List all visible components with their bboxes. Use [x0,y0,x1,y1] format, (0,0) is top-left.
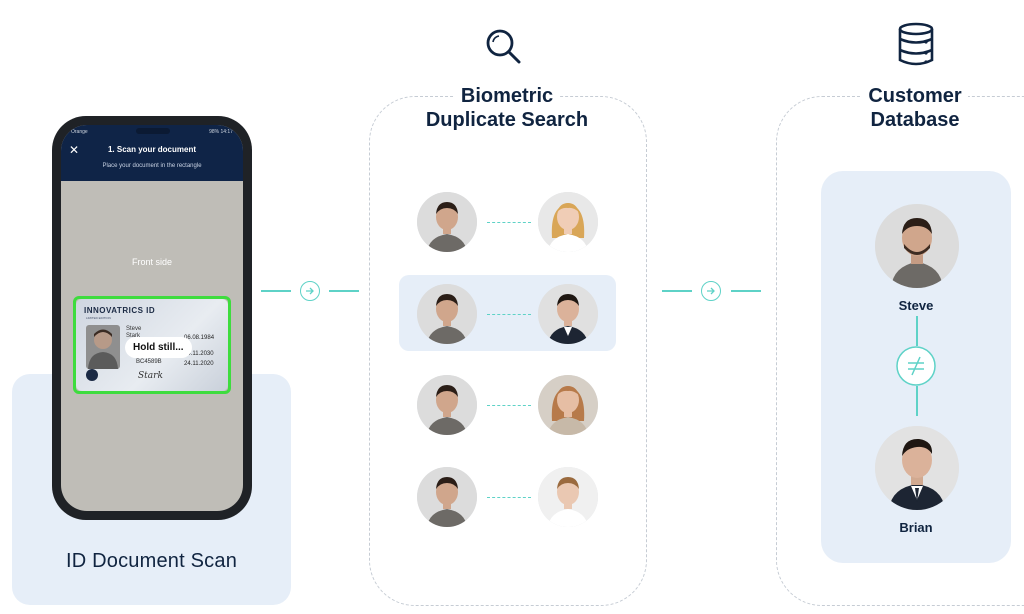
not-equal-icon [896,346,936,386]
search-title: Biometric Duplicate Search [369,84,645,132]
flow-line-left-2 [329,290,359,292]
compare-connector [487,314,531,315]
person-name-steve: Steve [898,298,934,313]
database-title-line2: Database [864,109,966,131]
card-date1: 24.11.2030 [184,351,214,357]
card-signature: Stark [138,371,163,381]
card-dob: 06.08.1984 [184,335,215,341]
flow-line-right-1 [662,290,692,292]
search-title-line2: Duplicate Search [419,109,595,131]
flow-line-left-1 [261,290,291,292]
card-name2: Stark [126,333,141,339]
scan-frame [73,296,231,394]
close-icon[interactable]: ✕ [69,143,80,157]
query-face-avatar [417,375,477,435]
arrow-right-icon [300,281,320,301]
candidate-face-avatar [538,192,598,252]
flow-line-right-2 [731,290,761,292]
scan-label: ID Document Scan [65,550,238,572]
compare-connector [487,222,531,223]
card-date2: 24.11.2020 [184,361,214,367]
query-face-avatar [417,284,477,344]
compare-connector [487,497,531,498]
candidate-face-avatar [538,284,598,344]
scan-header: ✕ 1. Scan your document Place your docum… [61,139,243,181]
database-title-line1: Customer [862,85,968,107]
magnifier-icon [483,26,523,66]
search-title-line1: Biometric [454,85,560,107]
status-carrier: Orange [71,129,88,135]
card-logo-icon [86,369,98,381]
candidate-face-avatar [538,467,598,527]
arrow-right-icon [701,281,721,301]
phone-notch [136,128,170,134]
candidate-face-avatar [538,375,598,435]
card-number: BC4589B [136,359,162,365]
scan-header-title: 1. Scan your document [107,145,197,154]
avatar-brian [875,426,959,510]
avatar-steve [875,204,959,288]
connector-bottom [916,386,918,416]
phone-screen: Orange 98% 14:17 ✕ 1. Scan your document… [61,125,243,511]
hold-still-badge: Hold still... [125,337,192,358]
phone-mockup: Orange 98% 14:17 ✕ 1. Scan your document… [52,116,252,520]
query-face-avatar [417,192,477,252]
database-icon [896,22,936,68]
status-battery-time: 98% 14:17 [209,129,233,135]
front-side-label: Front side [131,257,173,267]
compare-connector [487,405,531,406]
card-name1: Steve [126,326,142,332]
person-name-brian: Brian [899,520,933,535]
database-title: Customer Database [835,84,995,132]
search-container [369,96,647,606]
card-photo [86,325,120,369]
query-face-avatar [417,467,477,527]
scan-header-subtitle: Place your document in the rectangle [102,163,202,169]
id-card: INNOVATRICS ID LIMITED EDITION Steve Sta… [76,299,228,391]
card-brand: INNOVATRICS ID [84,306,156,315]
card-edition: LIMITED EDITION [86,316,111,320]
connector-top [916,316,918,346]
